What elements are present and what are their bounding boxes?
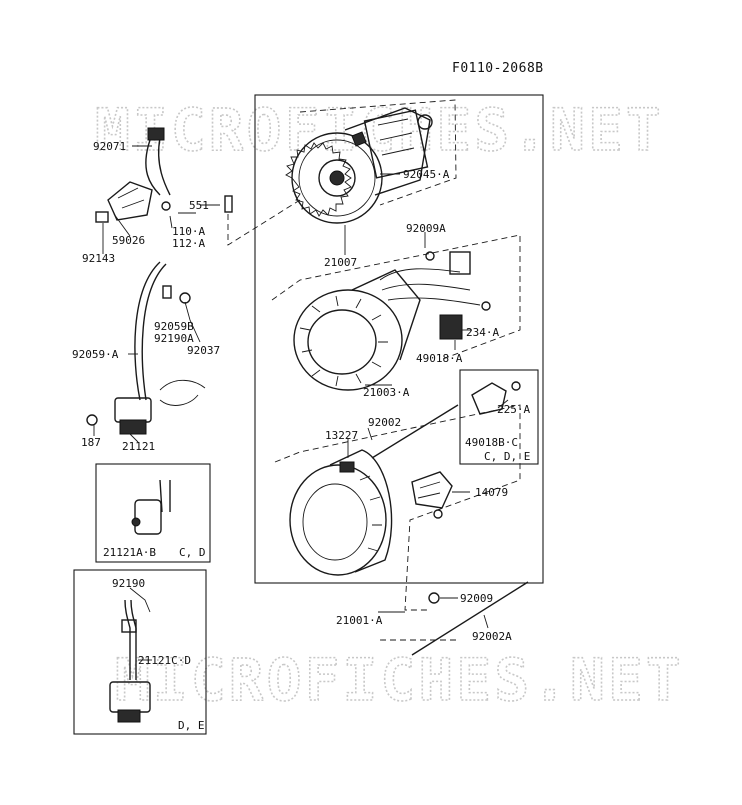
label-21121: 21121	[122, 440, 155, 453]
label-cd: C, D	[179, 546, 206, 559]
label-112a: 112·A	[172, 237, 205, 250]
label-92071: 92071	[93, 140, 126, 153]
watermark-top: MICROFICHES.NET	[95, 96, 664, 164]
label-14079: 14079	[475, 486, 508, 499]
label-92009: 92009	[460, 592, 493, 605]
label-225a: 225·A	[497, 403, 530, 416]
bolt-92002-drawing	[371, 404, 459, 459]
label-cde: C, D, E	[484, 450, 530, 463]
part-21121ab-drawing	[131, 479, 171, 535]
figure-reference: F0110-2068B	[452, 61, 544, 76]
label-92009a: 92009A	[406, 222, 446, 235]
stator-assembly-outline	[271, 234, 521, 361]
label-92002a: 92002A	[472, 630, 512, 643]
label-92037: 92037	[187, 344, 220, 357]
label-92143: 92143	[82, 252, 115, 265]
label-21007: 21007	[324, 256, 357, 269]
generator-case-drawing	[289, 449, 393, 576]
label-187: 187	[81, 436, 101, 449]
label-21003a: 21003·A	[363, 386, 410, 399]
label-13227: 13227	[325, 429, 358, 442]
subbox-21121cd	[73, 569, 207, 735]
label-de: D, E	[178, 719, 205, 732]
subbox-49018bc	[459, 369, 539, 465]
label-234a: 234·A	[466, 326, 499, 339]
leader-551	[227, 199, 301, 246]
flywheel-fan-drawing	[285, 107, 433, 224]
label-92190a: 92190A	[154, 332, 194, 345]
part-14079-drawing	[411, 471, 453, 519]
label-49018bc: 49018B·C	[465, 436, 518, 449]
label-92045a: 92045·A	[403, 168, 450, 181]
label-59026: 59026	[112, 234, 145, 247]
label-110a: 110·A	[172, 225, 205, 238]
subbox-21121ab	[95, 463, 211, 563]
bolt-92002a-drawing	[411, 581, 529, 656]
label-21121cd: 21121C·D	[138, 654, 191, 667]
nut-92009-drawing	[428, 592, 440, 604]
label-551: 551	[189, 199, 209, 212]
part-49018bc-drawing	[471, 381, 521, 415]
part-21121cd-drawing	[109, 599, 151, 723]
label-92059b: 92059B	[154, 320, 194, 333]
leader-lines	[93, 145, 509, 661]
label-21121ab: 21121A·B	[103, 546, 156, 559]
label-92190: 92190	[112, 577, 145, 590]
case-assembly-outline	[274, 404, 521, 611]
stator-drawing	[293, 251, 491, 391]
label-92002: 92002	[368, 416, 401, 429]
label-49018a: 49018·A	[416, 352, 463, 365]
main-assembly-frame	[254, 94, 544, 584]
watermark-bottom: MICROFICHES.NET	[115, 646, 684, 714]
label-21001a: 21001·A	[336, 614, 383, 627]
label-92059a: 92059·A	[72, 348, 119, 361]
flywheel-assembly-outline	[299, 99, 457, 206]
part-551-drawing	[224, 195, 233, 213]
ignition-coil-drawing	[86, 261, 206, 435]
